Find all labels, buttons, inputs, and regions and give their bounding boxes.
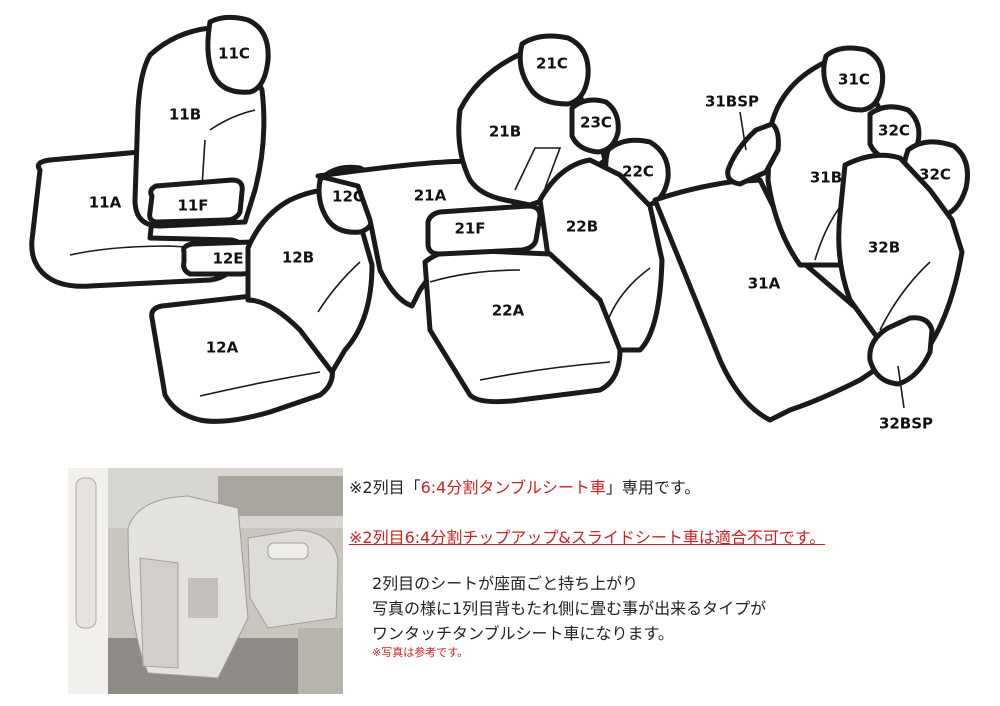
- seat-part-21C: [517, 33, 591, 107]
- note-incompatible: ※2列目6:4分割チップアップ&スライドシート車は適合不可です。: [349, 528, 826, 547]
- note-line1-highlight: 6:4分割タンブルシート車: [420, 478, 606, 497]
- label-21C: 21C: [536, 55, 568, 73]
- seat-part-12B: [245, 187, 375, 375]
- label-11A: 11A: [89, 194, 122, 212]
- label-12E: 12E: [212, 250, 243, 268]
- label-21B: 21B: [489, 123, 521, 141]
- label-31B: 31B: [810, 169, 842, 187]
- reference-photo: [68, 468, 343, 694]
- seat-part-22B: [537, 157, 665, 353]
- seat-part-32BSP: [867, 315, 935, 387]
- note-line1-prefix: ※2列目「: [349, 478, 421, 497]
- label-22C: 22C: [622, 163, 654, 181]
- label-32C-top: 32C: [878, 122, 910, 140]
- seat-part-11F: [147, 177, 245, 225]
- note-line1-suffix: 」専用です。: [605, 478, 701, 497]
- photo-reference-note: ※写真は参考です。: [372, 646, 469, 659]
- label-21A: 21A: [414, 187, 447, 205]
- label-22B: 22B: [566, 218, 598, 236]
- description-line-3: ワンタッチタンブルシート車になります。: [372, 624, 674, 643]
- seat-part-12A: [149, 291, 335, 424]
- label-22A: 22A: [492, 302, 525, 320]
- seat-part-31BSP: [725, 121, 781, 187]
- label-32B: 32B: [868, 239, 900, 257]
- description-line-1: 2列目のシートが座面ごと持ち上がり: [372, 574, 639, 593]
- label-31BSP: 31BSP: [705, 93, 759, 111]
- seat-part-32B: [836, 152, 965, 358]
- note-tumble-seat-only: ※2列目「6:4分割タンブルシート車」専用です。: [349, 474, 700, 498]
- seat-part-23C: [569, 97, 621, 155]
- label-11F: 11F: [177, 197, 208, 215]
- label-21F: 21F: [454, 220, 485, 238]
- seat-part-21F: [425, 203, 543, 257]
- label-11B: 11B: [169, 106, 201, 124]
- label-12C: 12C: [332, 188, 364, 206]
- description-line-2: 写真の様に1列目背もたれ側に畳む事が出来るタイプが: [372, 599, 767, 618]
- seat-parts-diagram: 11C 11B 11A 11F 12E 12B 12C 12A 21A 21B …: [29, 14, 970, 433]
- label-23C: 23C: [580, 114, 612, 132]
- seat-part-11C: [205, 14, 271, 95]
- seat-part-31C: [821, 45, 886, 113]
- label-31A: 31A: [748, 275, 781, 293]
- label-32BSP: 32BSP: [879, 415, 933, 433]
- label-32C-right: 32C: [919, 166, 951, 184]
- label-12B: 12B: [282, 249, 314, 267]
- label-11C: 11C: [218, 45, 250, 63]
- label-31C: 31C: [838, 71, 870, 89]
- label-12A: 12A: [206, 339, 239, 357]
